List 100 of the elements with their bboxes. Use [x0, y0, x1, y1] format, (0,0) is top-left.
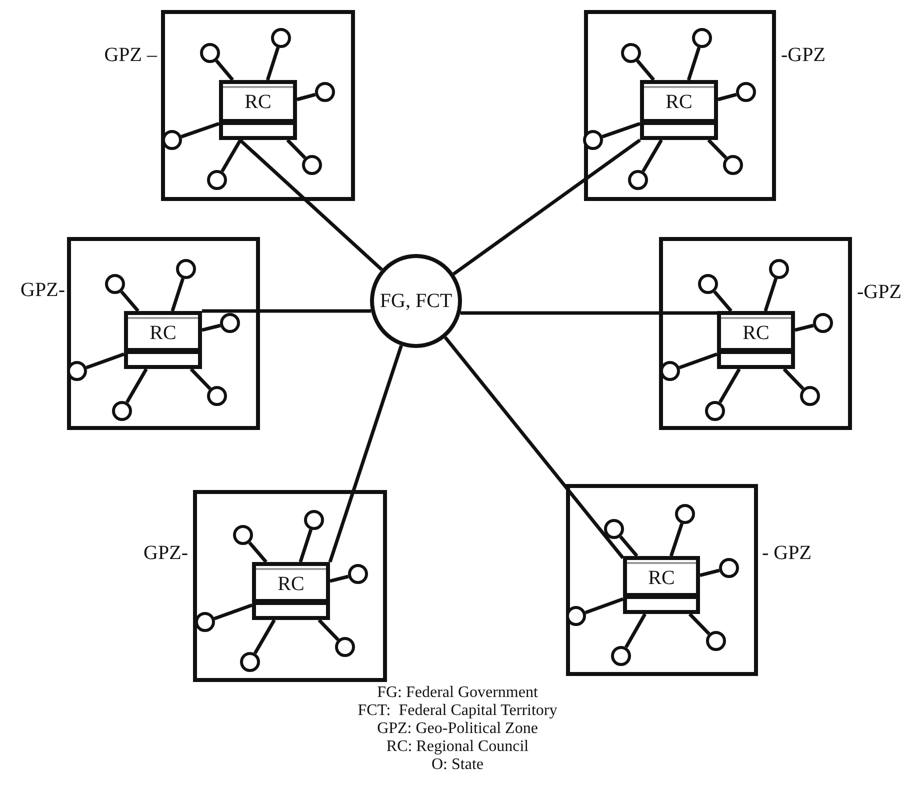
- connector-line: [444, 336, 624, 560]
- council-box: RC: [252, 562, 330, 620]
- state-circle: [736, 82, 756, 102]
- zone-label: - GPZ: [762, 541, 812, 565]
- state-circle: [698, 274, 718, 294]
- state-circle: [162, 130, 182, 150]
- state-circle: [220, 313, 240, 333]
- connector-line: [238, 138, 383, 271]
- connector-line: [120, 290, 140, 312]
- state-circle: [348, 564, 368, 584]
- connector-line: [707, 138, 728, 160]
- connector-line: [180, 122, 220, 138]
- connector-line: [686, 46, 701, 81]
- legend-text: GPZ: Geo-Political Zone: [377, 720, 538, 738]
- connector-line: [214, 603, 253, 620]
- state-circle: [566, 606, 586, 626]
- state-circle: [240, 652, 260, 672]
- connector-line: [713, 290, 732, 312]
- zone-square: [659, 237, 852, 430]
- connector-line: [584, 597, 624, 614]
- zone-label: -GPZ: [781, 43, 826, 67]
- connector-line: [602, 122, 641, 138]
- connector-line: [318, 618, 340, 642]
- connector-line: [764, 278, 778, 312]
- state-circle: [271, 28, 291, 48]
- connector-line: [298, 528, 313, 563]
- zone-square: [193, 490, 387, 682]
- connector-line: [619, 535, 638, 558]
- council-box: RC: [717, 311, 795, 369]
- state-circle: [723, 155, 743, 175]
- state-circle: [813, 313, 833, 333]
- state-circle: [583, 130, 603, 150]
- connector-line: [125, 368, 148, 404]
- connector-line: [190, 368, 212, 390]
- connector-line: [669, 522, 684, 557]
- connector-line: [794, 324, 814, 332]
- connector-line: [624, 613, 647, 648]
- connector-line: [215, 59, 234, 82]
- state-circle: [105, 274, 125, 294]
- state-circle: [706, 631, 726, 651]
- connector-line: [253, 619, 276, 654]
- state-circle: [112, 401, 132, 421]
- state-circle: [233, 525, 253, 545]
- connector-line: [202, 309, 372, 313]
- zone-label: GPZ-: [144, 541, 188, 565]
- state-circle: [628, 170, 648, 190]
- connector-line: [202, 324, 221, 332]
- connector-line: [718, 368, 741, 404]
- connector-line: [636, 59, 656, 82]
- state-circle: [207, 170, 227, 190]
- connector-line: [688, 612, 710, 636]
- legend-text: O: State: [432, 756, 484, 774]
- council-box: RC: [124, 311, 202, 369]
- central-ellipse: FG, FCT: [370, 254, 462, 348]
- zone-square: [584, 10, 776, 201]
- state-circle: [692, 28, 712, 48]
- state-circle: [335, 637, 355, 657]
- connector-line: [782, 368, 804, 390]
- connector-line: [452, 138, 642, 276]
- state-circle: [176, 259, 196, 279]
- connector-line: [248, 541, 268, 564]
- state-circle: [705, 401, 725, 421]
- connector-line: [220, 139, 242, 172]
- connector-line: [266, 46, 280, 81]
- state-circle: [315, 82, 335, 102]
- state-circle: [800, 386, 820, 406]
- connector-line: [642, 139, 663, 172]
- state-circle: [302, 155, 322, 175]
- connector-line: [460, 311, 717, 315]
- state-circle: [621, 43, 641, 63]
- state-circle: [67, 361, 87, 381]
- state-circle: [719, 558, 739, 578]
- state-circle: [195, 612, 215, 632]
- council-box: RC: [623, 556, 700, 614]
- legend-text: RC: Regional Council: [386, 738, 529, 756]
- connector-line: [296, 92, 316, 102]
- state-circle: [200, 43, 220, 63]
- connector-line: [86, 352, 125, 370]
- connector-line: [678, 352, 718, 370]
- connector-line: [328, 344, 403, 563]
- legend-text: FG: Federal Government: [377, 684, 538, 702]
- state-circle: [660, 361, 680, 381]
- state-circle: [304, 510, 324, 530]
- state-circle: [675, 504, 695, 524]
- connector-line: [718, 92, 737, 102]
- zone-square: [161, 10, 355, 201]
- legend-text: FCT: Federal Capital Territory: [358, 702, 558, 720]
- zone-square: [566, 484, 758, 676]
- zone-label: GPZ –: [104, 43, 157, 67]
- state-circle: [769, 259, 789, 279]
- state-circle: [611, 646, 631, 666]
- zone-square: [67, 237, 260, 430]
- council-box: RC: [640, 80, 718, 140]
- zone-label: -GPZ: [857, 280, 902, 304]
- connector-line: [700, 568, 720, 577]
- state-circle: [207, 386, 227, 406]
- connector-line: [286, 138, 306, 160]
- connector-line: [330, 574, 349, 583]
- council-box: RC: [219, 80, 297, 140]
- state-circle: [604, 519, 624, 539]
